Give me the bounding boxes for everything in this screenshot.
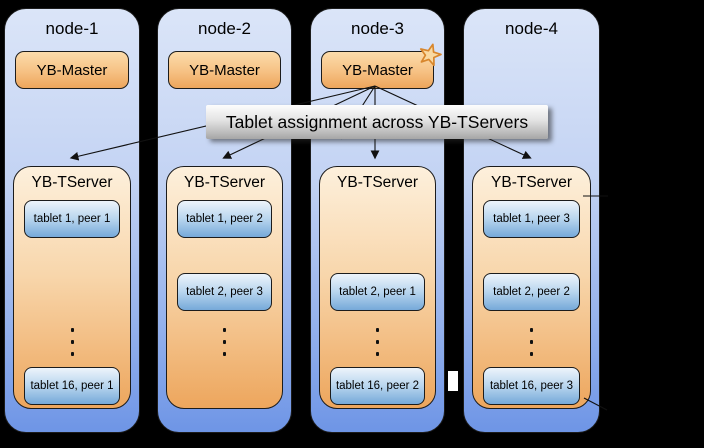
node-3: node-3 YB-Master YB-TServer tablet 2, pe… [310, 8, 445, 433]
yb-tserver-box: YB-TServer tablet 1, peer 2 tablet 2, pee… [166, 166, 283, 409]
banner-tablet-assignment: Tablet assignment across YB-TServers [206, 105, 548, 139]
leader-star-icon [419, 43, 442, 67]
node-2: node-2 YB-Master YB-TServer tablet 1, pe… [157, 8, 292, 433]
yb-tserver-box: YB-TServer tablet 1, peer 3 tablet 2, pee… [472, 166, 591, 409]
white-patch-artifact [448, 371, 458, 391]
yb-tserver-label: YB-TServer [184, 174, 265, 191]
tablet-box: tablet 2, peer 1 [330, 273, 425, 311]
yb-master-box: YB-Master [321, 43, 442, 89]
node-title: node-3 [351, 19, 404, 38]
yb-tserver-label: YB-TServer [491, 174, 572, 191]
yb-tserver-box: YB-TServer tablet 1, peer 1 tablet 16, pe… [13, 166, 131, 409]
yb-master-box: YB-Master [15, 51, 129, 89]
tablet-box: tablet 16, peer 1 [24, 367, 120, 405]
yb-master-label: YB-Master [36, 61, 108, 79]
node-1: node-1 YB-Master YB-TServer tablet 1, pe… [4, 8, 140, 433]
vertical-ellipsis-icon [167, 321, 282, 363]
tablet-box: tablet 1, peer 2 [177, 200, 272, 238]
yb-tserver-box: YB-TServer tablet 2, peer 1 tablet 16, pe… [319, 166, 436, 409]
node-title: node-4 [505, 19, 558, 38]
tablet-box: tablet 16, peer 3 [483, 367, 580, 405]
node-4: node-4 YB-TServer tablet 1, peer 3 tablet… [463, 8, 600, 433]
node-title: node-1 [45, 19, 99, 38]
vertical-ellipsis-icon [473, 321, 590, 363]
vertical-ellipsis-icon [320, 321, 435, 363]
vertical-ellipsis-icon [14, 321, 130, 363]
yb-tserver-label: YB-TServer [337, 174, 418, 191]
yb-tserver-label: YB-TServer [31, 174, 113, 191]
yb-master-label: YB-Master [342, 61, 413, 79]
tablet-box: tablet 1, peer 1 [24, 200, 120, 238]
tablet-box: tablet 2, peer 2 [483, 273, 580, 311]
yb-master-label: YB-Master [189, 61, 260, 79]
tablet-box: tablet 2, peer 3 [177, 273, 272, 311]
tablet-box: tablet 16, peer 2 [330, 367, 425, 405]
yb-master-box: YB-Master [168, 51, 281, 89]
tablet-box: tablet 1, peer 3 [483, 200, 580, 238]
node-title: node-2 [198, 19, 251, 38]
